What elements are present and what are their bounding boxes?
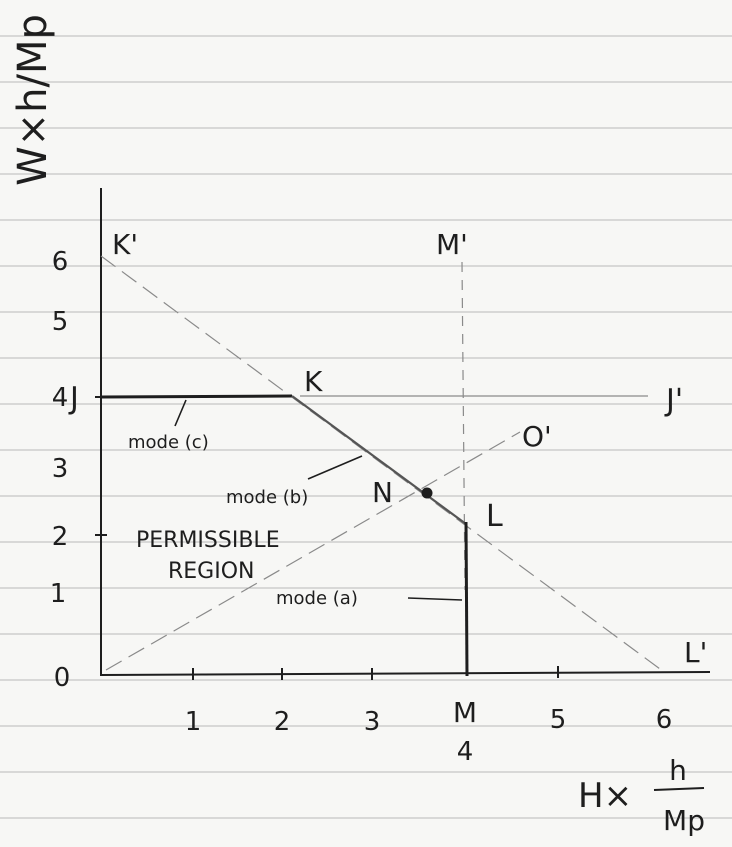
y-axis-label: W×h/Mp — [10, 14, 56, 186]
x-tick-3: 3 — [364, 707, 381, 737]
x-axis — [100, 671, 711, 676]
annotation-region-line2: REGION — [168, 559, 255, 584]
annotation-mode-b: mode (b) — [226, 487, 308, 508]
annotation-mode-c: mode (c) — [128, 432, 209, 453]
x-axis-label: H× h Mp — [578, 754, 705, 837]
label-m: M — [453, 696, 477, 729]
label-m-value: 4 — [457, 737, 474, 767]
point-n-dot — [421, 487, 433, 499]
label-m-prime: M' — [436, 228, 468, 261]
line-m-prime-vertical — [461, 261, 466, 591]
x-axis-label-denominator: Mp — [663, 804, 705, 837]
x-axis-label-numerator: h — [669, 754, 687, 787]
y-tick-4: 4 — [52, 383, 69, 413]
label-l-prime: L' — [684, 636, 707, 669]
line-origin-to-o-prime — [105, 431, 521, 671]
y-tick-1: 1 — [50, 579, 67, 609]
leader-mode-a — [407, 597, 463, 601]
x-axis-label-fraction-bar — [653, 787, 705, 791]
label-j: J — [68, 381, 79, 416]
label-k-prime: K' — [112, 228, 138, 261]
label-o-prime: O' — [522, 420, 552, 453]
x-axis-ticks — [192, 666, 559, 680]
label-k: K — [304, 365, 323, 398]
y-tick-5: 5 — [52, 307, 69, 337]
x-tick-labels: 1 2 3 5 6 — [185, 705, 673, 737]
label-l: L — [486, 499, 503, 534]
annotation-mode-a: mode (a) — [276, 588, 358, 609]
ruled-lines — [0, 35, 732, 819]
x-tick-5: 5 — [550, 705, 567, 735]
line-mode-c — [100, 394, 293, 399]
y-tick-labels: 0 1 2 3 4 5 6 — [50, 247, 71, 693]
line-mode-a — [464, 521, 469, 677]
x-tick-1: 1 — [185, 707, 202, 737]
y-tick-3: 3 — [52, 454, 69, 484]
leader-mode-c — [174, 399, 187, 427]
label-j-prime: J' — [664, 383, 683, 418]
y-tick-6: 6 — [52, 247, 69, 277]
y-tick-2: 2 — [52, 522, 69, 552]
line-k-prime-to-l-prime — [100, 255, 661, 670]
leader-mode-b — [307, 455, 363, 480]
line-mode-b — [291, 395, 467, 525]
y-tick-0: 0 — [54, 663, 71, 693]
x-tick-6: 6 — [656, 705, 673, 735]
x-axis-label-main: H× — [578, 776, 632, 816]
label-n: N — [372, 476, 393, 509]
x-tick-2: 2 — [274, 707, 291, 737]
annotation-region-line1: PERMISSIBLE — [136, 528, 280, 553]
